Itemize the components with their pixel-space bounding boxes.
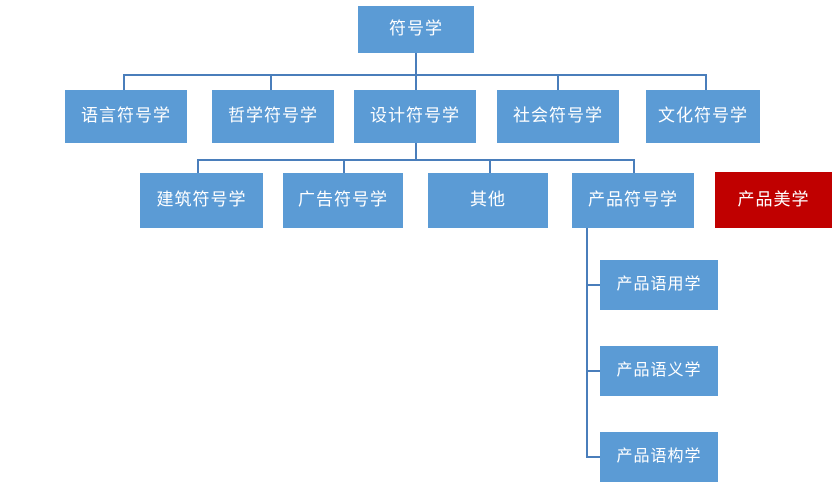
node-design-semiotics[interactable]: 设计符号学 <box>354 90 476 143</box>
connector-drop-product-semiotics <box>633 159 635 174</box>
connector-drop-other <box>489 159 491 174</box>
node-product-syntactics[interactable]: 产品语构学 <box>600 432 718 482</box>
node-product-semantics[interactable]: 产品语义学 <box>600 346 718 396</box>
node-product-semiotics[interactable]: 产品符号学 <box>572 173 694 228</box>
connector-root-stem <box>415 53 417 74</box>
connector-drop-social <box>557 74 559 90</box>
connector-drop-philosophy <box>270 74 272 90</box>
connector-drop-design <box>415 74 417 90</box>
node-product-pragmatics[interactable]: 产品语用学 <box>600 260 718 310</box>
connector-design-stem <box>415 143 417 160</box>
node-product-aesthetics[interactable]: 产品美学 <box>715 172 832 228</box>
connector-product-trunk <box>586 228 588 457</box>
node-linguistic-semiotics[interactable]: 语言符号学 <box>65 90 187 143</box>
connector-stub-pragmatics <box>586 284 601 286</box>
node-advertising-semiotics[interactable]: 广告符号学 <box>283 173 403 228</box>
node-philosophical-semiotics[interactable]: 哲学符号学 <box>212 90 334 143</box>
connector-drop-linguistic <box>123 74 125 90</box>
connector-level3-bus <box>197 159 634 161</box>
node-root-semiotics[interactable]: 符号学 <box>358 6 474 53</box>
connector-drop-advertising <box>343 159 345 174</box>
connector-stub-semantics <box>586 370 601 372</box>
node-other[interactable]: 其他 <box>428 173 548 228</box>
node-social-semiotics[interactable]: 社会符号学 <box>497 90 619 143</box>
connector-level2-bus <box>123 74 706 76</box>
connector-drop-architecture <box>197 159 199 174</box>
node-architectural-semiotics[interactable]: 建筑符号学 <box>140 173 263 228</box>
connector-drop-culture <box>705 74 707 90</box>
node-cultural-semiotics[interactable]: 文化符号学 <box>646 90 760 143</box>
connector-stub-syntactics <box>586 456 601 458</box>
